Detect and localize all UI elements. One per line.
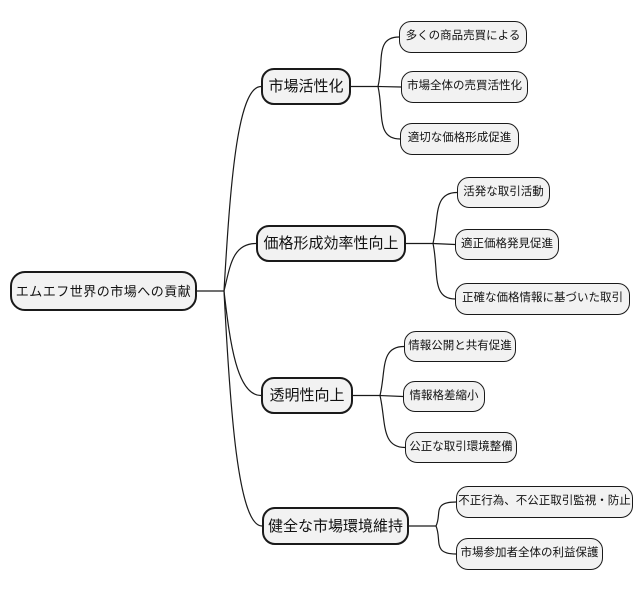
connector-line [379,345,405,396]
connector-line [379,395,406,449]
mindmap-leaf-node: 活発な取引活動 [457,177,550,208]
mindmap-leaf-node: 公正な取引環境整備 [405,432,517,463]
connector-line [435,501,457,527]
mindmap-leaf-node: 多くの商品売買による [399,21,527,53]
connector-line [432,243,456,300]
mindmap-branch-node: 価格形成効率性向上 [256,225,406,262]
connector-line [223,290,263,527]
mindmap-leaf-node: 市場全体の売買活性化 [401,71,528,103]
mindmap-branch-node: 健全な市場環境維持 [262,507,409,545]
connector-line [377,86,401,140]
mindmap-leaf-node: 情報格差縮小 [403,381,485,412]
mindmap-leaf-node: 不正行為、不公正取引監視・防止 [456,486,633,518]
mindmap-branch-node: 透明性向上 [261,377,353,414]
mindmap-leaf-node: 情報公開と共有促進 [404,331,516,362]
connector-line [432,242,456,246]
connector-line [223,290,262,397]
connector-line [377,36,400,87]
mindmap-branch-node: 市場活性化 [261,68,351,105]
connector-line [223,85,262,292]
connector-line [432,191,458,244]
mindmap-leaf-node: 正確な価格情報に基づいた取引 [455,283,630,315]
connector-line [379,394,404,398]
mindmap-leaf-node: 適正価格発見促進 [455,229,559,260]
connector-line [435,525,457,555]
mindmap-leaf-node: 適切な価格形成促進 [400,123,519,155]
mindmap-root-node: エムエフ世界の市場への貢献 [10,271,197,311]
connector-line [223,242,257,292]
mindmap-leaf-node: 市場参加者全体の利益保護 [456,538,603,570]
connector-line [377,85,402,88]
